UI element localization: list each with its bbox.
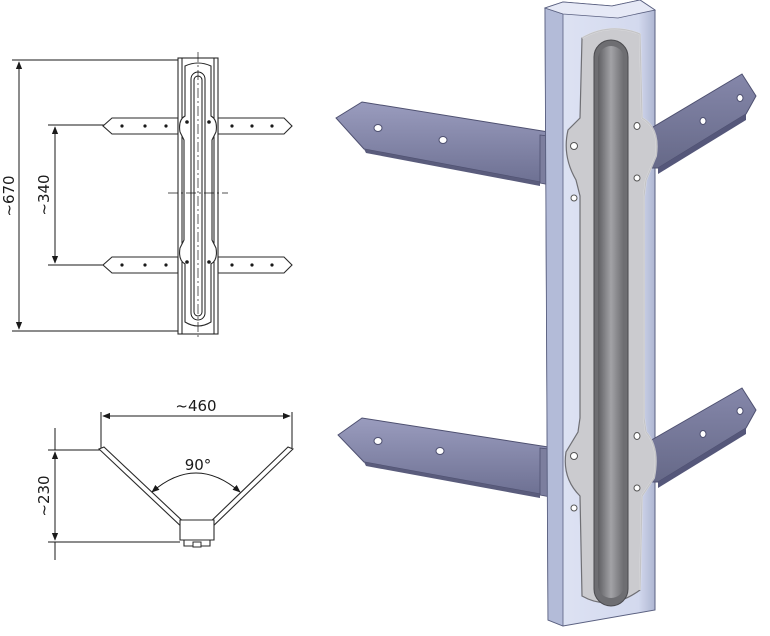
bracket-spacing-label: ~340: [35, 174, 53, 215]
front-lower-arms: [102, 256, 293, 274]
width-dimension: ~460: [100, 397, 293, 448]
front-post: [168, 52, 228, 340]
render-left-upper-arm: [335, 101, 557, 187]
top-view: ~460 ~230 90°: [35, 397, 294, 560]
render-right-lower-arm: [647, 387, 757, 488]
front-upper-arms: [102, 117, 293, 135]
front-view: ~670 ~340: [0, 52, 293, 340]
angle-dimension: 90°: [151, 456, 241, 493]
bracket-spacing-dimension: ~340: [35, 124, 118, 266]
render-mounting-plate: [564, 27, 658, 607]
overall-height-label: ~670: [0, 175, 18, 216]
top-v-arms: [97, 446, 294, 548]
render-right-upper-arm: [647, 73, 757, 174]
render-3d: [335, 0, 757, 627]
angle-label: 90°: [185, 456, 212, 474]
width-label: ~460: [175, 397, 216, 415]
overall-height-dimension: ~670: [0, 59, 178, 332]
depth-dimension: ~230: [35, 428, 180, 560]
render-left-lower-arm: [337, 417, 557, 499]
depth-label: ~230: [35, 475, 53, 516]
